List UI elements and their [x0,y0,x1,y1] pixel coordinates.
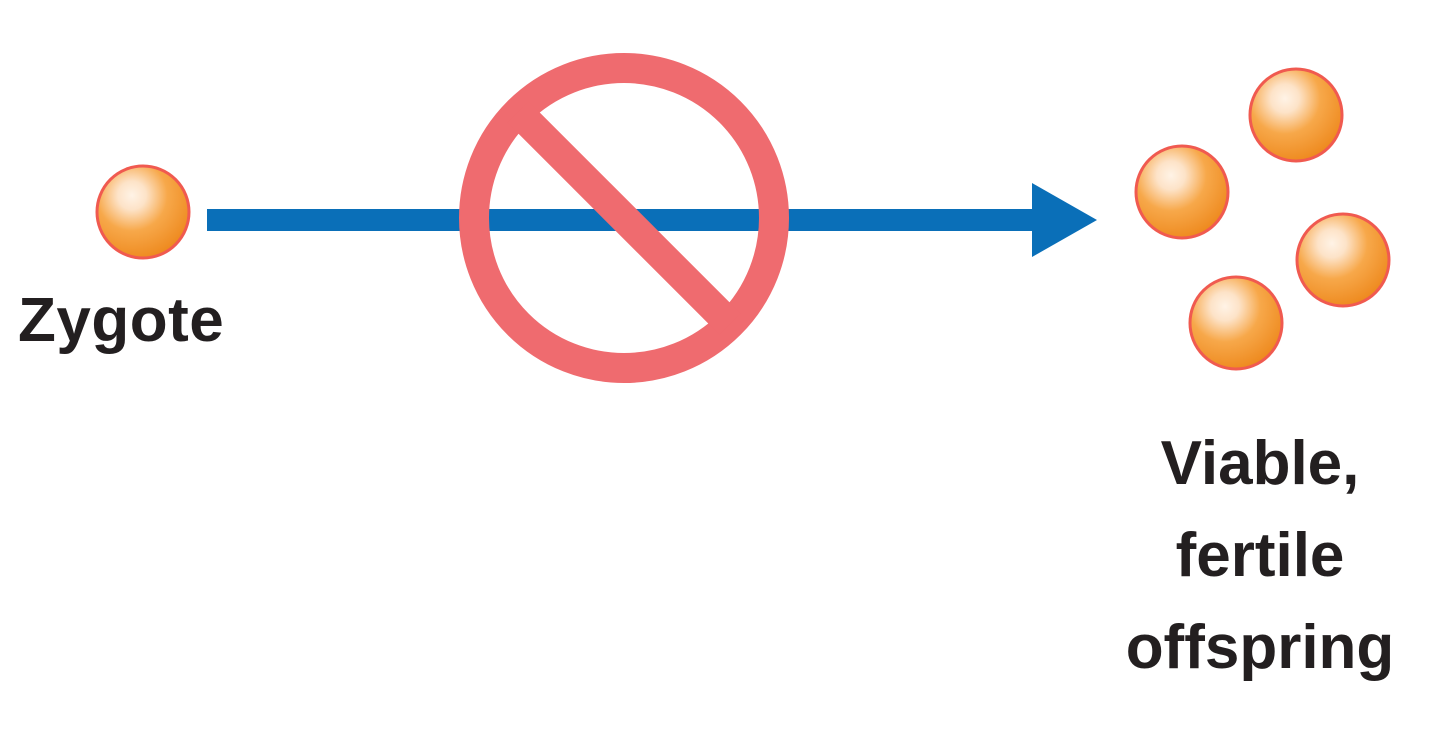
offspring-sphere-icon [1248,67,1344,163]
arrow-head [1032,183,1097,257]
offspring-label-line1: Viable, [1160,429,1360,498]
offspring-sphere-icon [1295,212,1391,308]
offspring-label-line2: fertile [1175,521,1345,590]
zygote-sphere-icon [95,164,191,260]
offspring-label: Viable, fertile offspring [1090,418,1430,694]
prohibition-icon [459,53,789,383]
offspring-group [1134,67,1391,371]
offspring-sphere-icon [1188,275,1284,371]
zygote-label: Zygote [18,286,225,355]
offspring-label-line3: offspring [1125,613,1395,682]
offspring-sphere-icon [1134,144,1230,240]
